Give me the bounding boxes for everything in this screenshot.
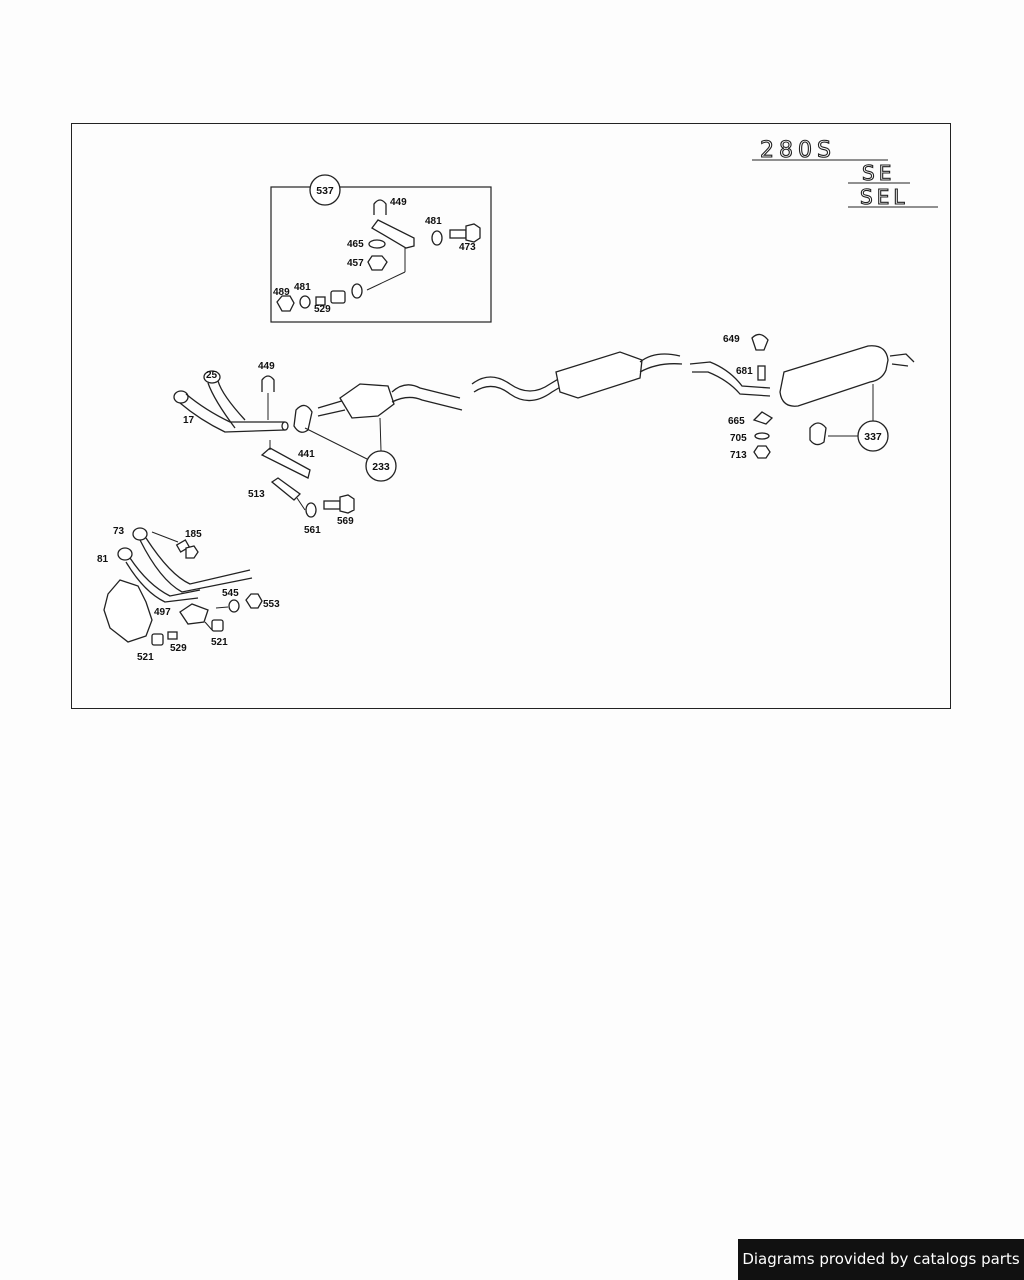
model-line-2: SE — [862, 161, 895, 185]
callout-233[interactable]: 233 — [372, 461, 390, 473]
front-exhaust-pipe-assembly: 25 449 17 441 513 561 569 — [173, 361, 355, 536]
callout-537[interactable]: 537 — [316, 185, 334, 197]
part-label-649[interactable]: 649 — [723, 334, 740, 345]
part-label-569[interactable]: 569 — [337, 516, 354, 527]
part-label-681[interactable]: 681 — [736, 366, 753, 377]
u-bolt-icon — [373, 199, 387, 215]
part-label-497[interactable]: 497 — [154, 607, 171, 618]
part-label-521[interactable]: 521 — [211, 637, 228, 648]
bracket-icon — [371, 219, 415, 249]
part-label-465[interactable]: 465 — [347, 239, 364, 250]
part-label-73[interactable]: 73 — [113, 526, 125, 537]
spacer-icon — [757, 365, 766, 381]
part-label-489[interactable]: 489 — [273, 287, 290, 298]
rear-muffler-section: 337 649 681 665 705 713 — [689, 333, 915, 461]
model-line-3: SEL — [860, 185, 908, 209]
part-label-81[interactable]: 81 — [97, 554, 109, 565]
part-label-17[interactable]: 17 — [183, 415, 195, 426]
front-muffler-section: 233 — [293, 383, 463, 482]
part-label-25[interactable]: 25 — [206, 370, 218, 381]
spacer-icon — [315, 296, 326, 306]
part-label-441[interactable]: 441 — [298, 449, 315, 460]
part-label-481[interactable]: 481 — [294, 282, 311, 293]
washer-icon — [299, 295, 311, 309]
bolt-head-icon — [465, 223, 481, 243]
washer-icon — [351, 283, 363, 299]
lower-manifold-assembly: 73 185 81 497 545 553 521 529 521 — [97, 526, 280, 663]
washer-icon — [754, 432, 770, 440]
model-badge: 280S SE SEL — [752, 137, 938, 210]
part-label-457[interactable]: 457 — [347, 258, 364, 269]
rubber-mount-icon — [330, 290, 346, 304]
detail-inset-537: 537 449 481 473 465 457 489 481 529 — [270, 174, 492, 323]
part-label-553[interactable]: 553 — [263, 599, 280, 610]
middle-muffler-section — [471, 351, 683, 402]
footer-credit: Diagrams provided by catalogs parts — [738, 1239, 1024, 1280]
clamp-icon — [809, 422, 827, 446]
part-label-561[interactable]: 561 — [304, 525, 321, 536]
model-line-1: 280S — [760, 138, 836, 163]
clamp-icon — [293, 404, 313, 433]
part-label-705[interactable]: 705 — [730, 433, 747, 444]
washer-icon — [368, 239, 386, 249]
part-label-185[interactable]: 185 — [185, 529, 202, 540]
part-label-529[interactable]: 529 — [314, 304, 331, 315]
part-label-449[interactable]: 449 — [390, 197, 407, 208]
hanger-icon — [751, 333, 769, 351]
part-label-545[interactable]: 545 — [222, 588, 239, 599]
part-label-449[interactable]: 449 — [258, 361, 275, 372]
part-label-473[interactable]: 473 — [459, 242, 476, 253]
nut-icon — [367, 255, 388, 271]
part-label-529[interactable]: 529 — [170, 643, 187, 654]
bolt-icon — [449, 229, 467, 239]
callout-337[interactable]: 337 — [864, 431, 882, 443]
part-label-521[interactable]: 521 — [137, 652, 154, 663]
part-label-665[interactable]: 665 — [728, 416, 745, 427]
part-label-481[interactable]: 481 — [425, 216, 442, 227]
nut-icon — [753, 445, 771, 459]
bracket-icon — [752, 411, 774, 425]
part-label-513[interactable]: 513 — [248, 489, 265, 500]
part-label-713[interactable]: 713 — [730, 450, 747, 461]
washer-icon — [431, 230, 443, 246]
nut-icon — [276, 295, 295, 312]
callout-circle-537[interactable] — [309, 174, 341, 206]
